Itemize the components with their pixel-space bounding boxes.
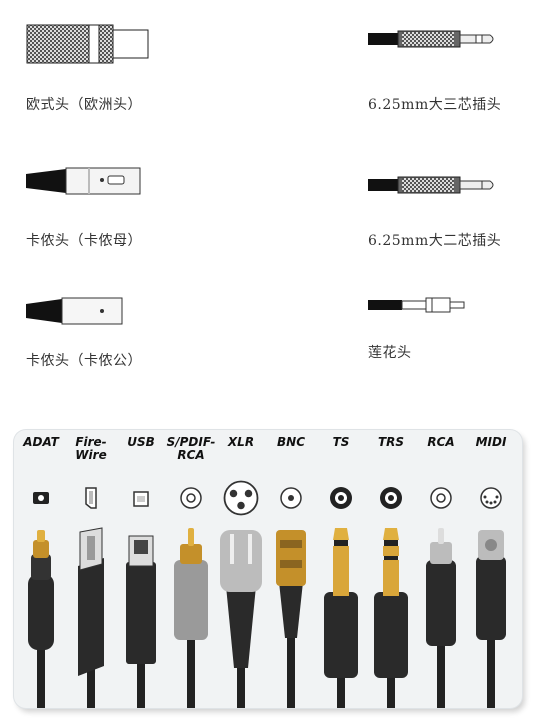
- xlr-male-item: [26, 296, 126, 326]
- adat-socket-icon: [33, 492, 49, 504]
- ts-connector-icon: [324, 528, 358, 708]
- column-adat: ADAT: [16, 430, 66, 708]
- firewire-socket-icon: [85, 487, 97, 509]
- midi-socket-icon: [480, 487, 502, 509]
- midi-connector-icon: [476, 530, 506, 708]
- trs-6-25mm-caption: 6.25mm大三芯插头: [368, 97, 502, 113]
- xlr-female-plug-icon: [26, 167, 141, 195]
- firewire-connector-icon: [78, 527, 104, 708]
- xlr-female-item: [26, 166, 144, 196]
- connector-label: S/PDIF- RCA: [166, 435, 216, 462]
- column-trs: TRS: [366, 430, 416, 708]
- rca-item: [368, 296, 468, 314]
- bnc-socket-icon: [280, 487, 302, 509]
- connector-label: Fire- Wire: [75, 435, 107, 462]
- xlr-male-plug-icon: [26, 297, 123, 325]
- column-spdif-rca: S/PDIF- RCA: [166, 430, 216, 708]
- column-midi: MIDI: [466, 430, 516, 708]
- euro-plug-caption: 欧式头（欧洲头）: [26, 97, 142, 113]
- euro-plug-item: [26, 22, 156, 66]
- connector-label: USB: [127, 435, 155, 449]
- spdif-rca-socket-icon: [180, 487, 202, 509]
- usb-connector-icon: [126, 535, 156, 708]
- connector-label: BNC: [277, 435, 305, 449]
- column-firewire: Fire- Wire: [66, 430, 116, 708]
- ts-6-25mm-plug-icon: [368, 176, 494, 194]
- rca-plug-icon: [368, 297, 465, 313]
- connector-label: RCA: [427, 435, 455, 449]
- connector-chart-panel: ADAT Fire- Wire USB: [14, 430, 522, 708]
- adat-connector-icon: [28, 530, 54, 708]
- connector-label: TS: [332, 435, 350, 449]
- rca-socket-icon: [430, 487, 452, 509]
- rca-caption: 莲花头: [368, 345, 412, 361]
- trs-6-25mm-item: [368, 28, 498, 50]
- xlr-connector-icon: [220, 530, 262, 708]
- ts-6-25mm-caption: 6.25mm大二芯插头: [368, 233, 502, 249]
- connector-label: ADAT: [23, 435, 59, 449]
- usb-socket-icon: [133, 491, 149, 507]
- trs-connector-icon: [374, 528, 408, 708]
- rca-connector-icon: [426, 528, 456, 708]
- column-ts: TS: [316, 430, 366, 708]
- trs-6-25mm-plug-icon: [368, 30, 494, 48]
- connector-label: XLR: [227, 435, 255, 449]
- xlr-socket-icon: [223, 480, 259, 516]
- column-xlr: XLR: [216, 430, 266, 708]
- ts-6-25mm-item: [368, 174, 498, 196]
- column-bnc: BNC: [266, 430, 316, 708]
- spdif-rca-connector-icon: [174, 528, 208, 708]
- xlr-female-caption: 卡侬头（卡侬母）: [26, 233, 142, 249]
- ts-socket-icon: [330, 487, 352, 509]
- euro-plug-icon: [26, 24, 149, 64]
- column-rca: RCA: [416, 430, 466, 708]
- connector-label: TRS: [377, 435, 405, 449]
- bnc-connector-icon: [276, 530, 306, 708]
- column-usb: USB: [116, 430, 166, 708]
- xlr-male-caption: 卡侬头（卡侬公）: [26, 353, 142, 369]
- trs-socket-icon: [380, 487, 402, 509]
- connector-label: MIDI: [475, 435, 507, 449]
